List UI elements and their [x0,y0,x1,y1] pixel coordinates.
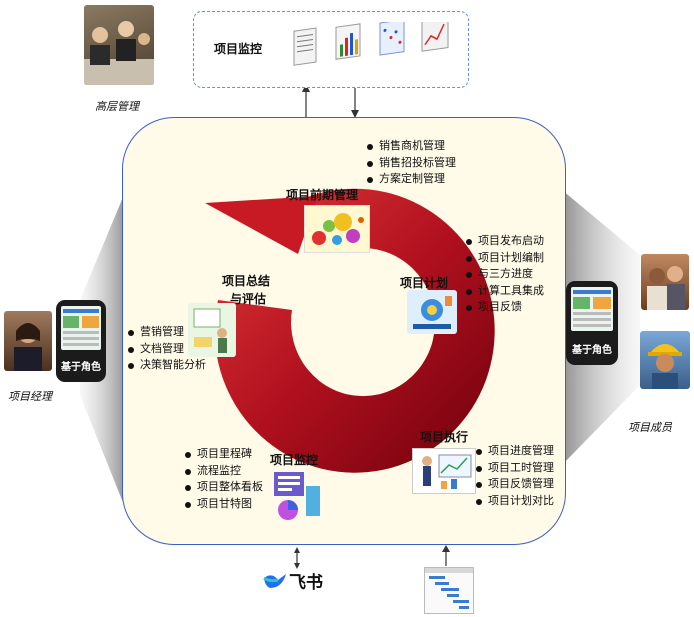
stage-summary-label-line1: 项目总结 [222,274,271,288]
team-member-photo-2 [640,331,690,389]
cycle-ring [214,188,495,473]
list-item: 流程监控 [184,463,263,480]
manager-person-icon [14,323,42,371]
list-item: 计算工具集成 [465,283,544,300]
execute-stage-illustration [412,448,476,494]
stage-execute-label: 项目执行 [420,430,469,444]
bar-chart-icon [335,23,361,60]
role-based-label-right: 基于角色 [572,345,612,356]
project-member-label: 项目成员 [628,421,672,434]
plan-stage-list: 项目发布启动 项目计划编制 与三方进度 计算工具集成 项目反馈 [465,233,544,316]
role-device-right: 基于角色 [566,281,618,365]
stage-pre-label: 项目前期管理 [286,188,359,202]
monitor-stage-list: 项目里程碑 流程监控 项目整体看板 项目甘特图 [184,446,263,512]
team-member-photo-1 [641,254,689,310]
list-item: 项目整体看板 [184,479,263,496]
pre-stage-list: 销售商机管理 销售招投标管理 方案定制管理 [366,138,456,188]
list-item: 方案定制管理 [366,171,456,188]
line-chart-icon [421,22,449,52]
list-item: 项目进度管理 [475,443,554,460]
role-based-label-left: 基于角色 [61,362,101,373]
list-item: 项目反馈 [465,299,544,316]
top-monitor-title: 项目监控 [214,42,263,56]
plan-stage-illustration [407,290,457,334]
feishu-logo-icon [263,574,286,588]
list-item: 项目反馈管理 [475,476,554,493]
pre-stage-illustration [304,205,370,253]
gantt-thumbnail [424,567,474,614]
list-item: 销售商机管理 [366,138,456,155]
feishu-brand-text: 飞书 [289,573,323,593]
monitor-stage-illustration [266,468,324,526]
meeting-people-icon [84,21,154,85]
summary-stage-list: 营销管理 文档管理 决策智能分析 [127,324,206,374]
member-people-icon [647,266,685,310]
senior-management-label: 高层管理 [95,100,139,113]
list-item: 项目发布启动 [465,233,544,250]
list-item: 销售招投标管理 [366,155,456,172]
list-item: 文档管理 [127,341,206,358]
list-item: 项目甘特图 [184,496,263,513]
stage-monitor-label: 项目监控 [270,453,319,467]
list-item: 决策智能分析 [127,357,206,374]
role-device-left: 基于角色 [56,300,106,382]
cycle-arrowhead [205,196,318,254]
execute-stage-list: 项目进度管理 项目工时管理 项目反馈管理 项目计划对比 [475,443,554,509]
report-icon [293,27,317,66]
gantt-chart-icon [425,568,473,609]
hardhat-worker-icon [648,344,682,389]
summary-stage-illustration [188,303,236,357]
project-manager-label: 项目经理 [8,390,52,403]
monitor-chart-icons [293,22,449,66]
senior-management-photo [84,5,154,85]
list-item: 营销管理 [127,324,206,341]
project-manager-photo [4,311,52,371]
list-item: 项目里程碑 [184,446,263,463]
list-item: 项目工时管理 [475,460,554,477]
list-item: 与三方进度 [465,266,544,283]
scatter-chart-icon [379,22,405,56]
list-item: 项目计划对比 [475,493,554,510]
stage-plan-label: 项目计划 [400,276,449,290]
list-item: 项目计划编制 [465,250,544,267]
stage-summary-label-line2: 与评估 [230,292,267,306]
